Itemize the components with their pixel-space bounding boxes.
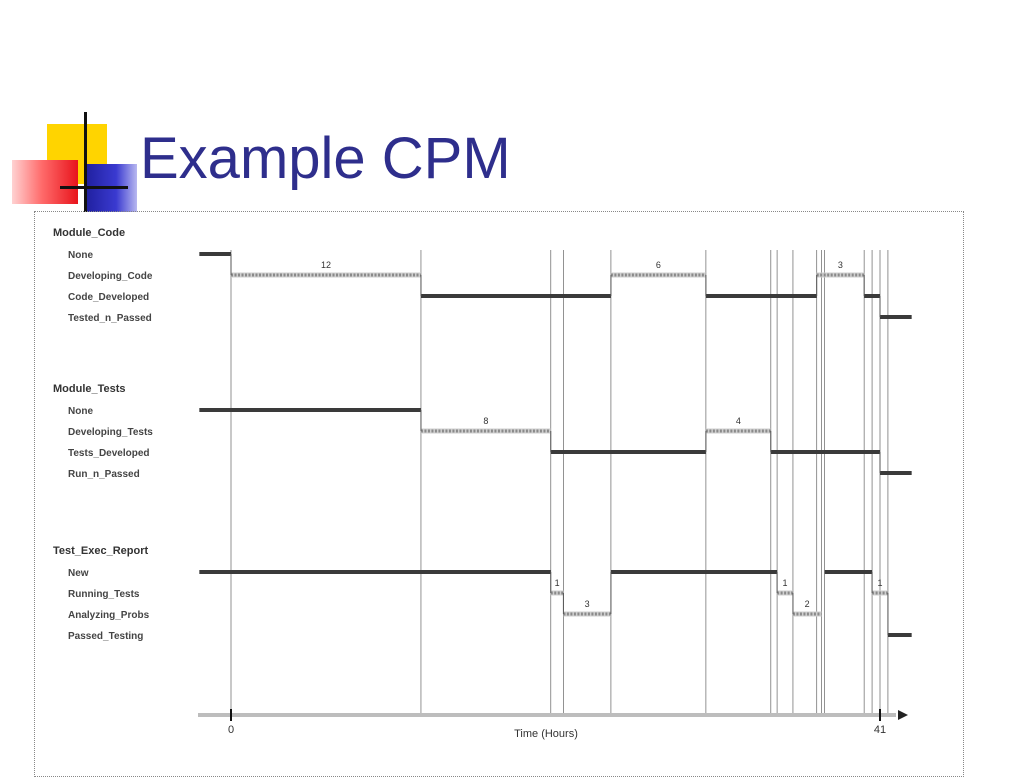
- axis-arrow: [898, 710, 908, 720]
- decor-red-square: [12, 160, 78, 204]
- axis-tick-label: 0: [228, 724, 234, 736]
- duration-label: 1: [783, 578, 788, 588]
- group-label: Module_Tests: [53, 383, 126, 395]
- activity-bar-bg: [550, 590, 564, 596]
- duration-label: 6: [656, 260, 661, 270]
- state-label: Developing_Tests: [68, 427, 153, 438]
- axis-title: Time (Hours): [514, 728, 578, 740]
- duration-label: 3: [838, 260, 843, 270]
- time-axis: [198, 713, 896, 717]
- decor-vertical-line: [84, 112, 87, 212]
- slide-title: Example CPM: [140, 126, 511, 191]
- state-label: Code_Developed: [68, 292, 149, 303]
- state-label: New: [68, 568, 89, 579]
- state-label: Tests_Developed: [68, 448, 150, 459]
- duration-label: 1: [555, 578, 560, 588]
- activity-bar-bg: [563, 611, 611, 617]
- duration-label: 1: [877, 578, 882, 588]
- state-label: Run_n_Passed: [68, 469, 140, 480]
- activity-bar-bg: [816, 272, 865, 278]
- duration-label: 12: [321, 260, 331, 270]
- decor-horizontal-line: [60, 186, 128, 189]
- state-label: Running_Tests: [68, 589, 140, 600]
- state-label: Developing_Code: [68, 271, 153, 282]
- state-label: Analyzing_Probs: [68, 610, 150, 621]
- state-label: Passed_Testing: [68, 631, 143, 642]
- duration-label: 8: [483, 416, 488, 426]
- duration-label: 4: [736, 416, 741, 426]
- state-label: None: [68, 406, 93, 417]
- group-label: Module_Code: [53, 227, 125, 239]
- duration-label: 2: [805, 599, 810, 609]
- axis-tick-label: 41: [874, 724, 886, 736]
- state-label: Tested_n_Passed: [68, 313, 152, 324]
- group-label: Test_Exec_Report: [53, 545, 149, 557]
- duration-label: 3: [585, 599, 590, 609]
- state-label: None: [68, 250, 93, 261]
